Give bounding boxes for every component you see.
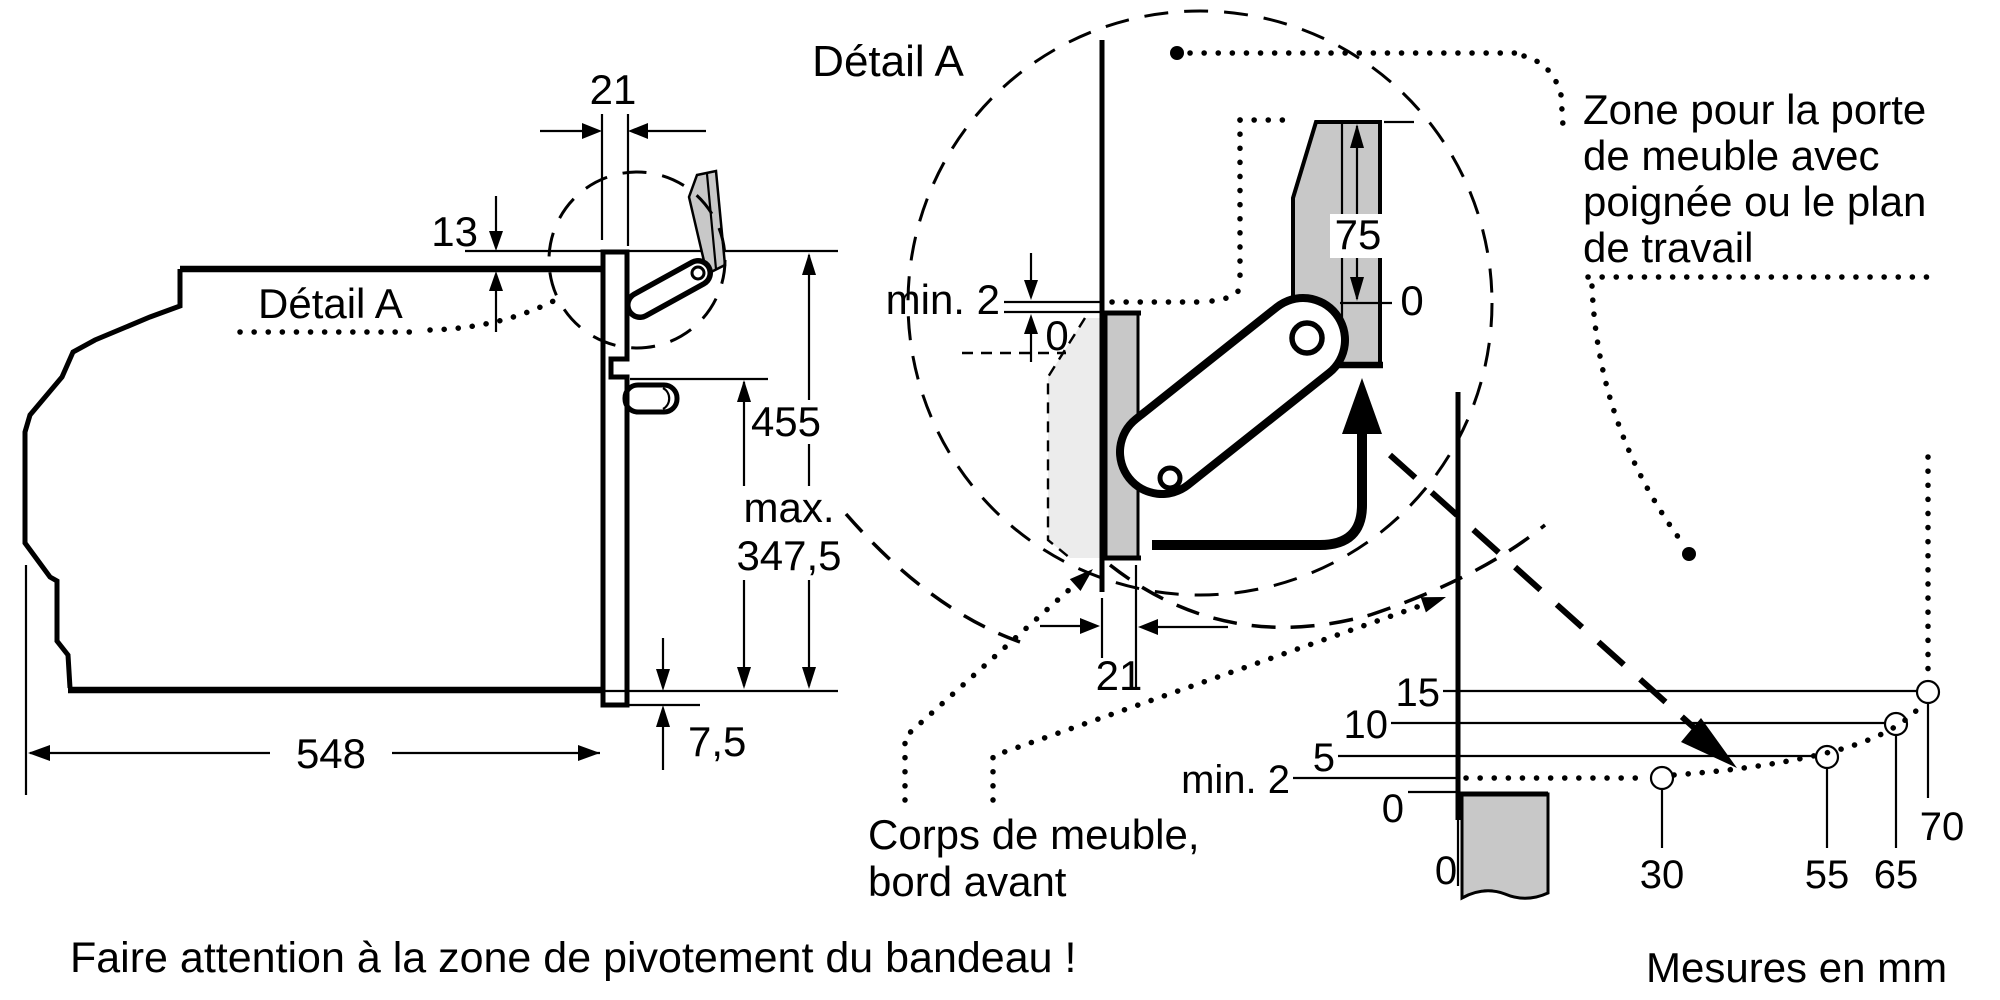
swing-line-to-chart	[1387, 452, 1703, 736]
dim-label: 0	[1045, 312, 1068, 359]
leader-dot-icon	[1682, 547, 1696, 561]
dim-548: 548	[24, 565, 600, 795]
data-point-70	[1915, 679, 1941, 705]
swing-arc-left	[844, 512, 1021, 644]
clearance-curve	[1671, 699, 1927, 778]
swing-arc-bottom	[1108, 523, 1547, 630]
zone-note: Zone pour la porte de meuble avec poigné…	[1583, 86, 1933, 561]
y-tick-label: 15	[1396, 671, 1441, 715]
detail-a-big-circle	[906, 9, 1494, 597]
corps-note-line: bord avant	[868, 858, 1067, 905]
detail-hinge-arm	[1116, 294, 1349, 498]
dim-label: 21	[1096, 652, 1143, 699]
detail-a-title: Détail A	[812, 37, 964, 86]
x-tick-label: 70	[1920, 805, 1965, 849]
dim-min2: min. 2 0	[886, 253, 1102, 362]
pivot-up-arrow-icon	[1152, 378, 1382, 550]
detail-a-reference: Détail A	[237, 280, 566, 335]
corpus-front-edge	[1048, 318, 1102, 558]
dim-label: 548	[296, 730, 366, 777]
leader-dot-icon	[1170, 46, 1184, 60]
oven-outline	[22, 269, 183, 689]
clearance-chart: 15 10 5 min. 2 0 0 30 55 65 70	[1181, 392, 1965, 901]
y-tick-label: min. 2	[1181, 758, 1290, 802]
zone-note-line: Zone pour la porte	[1583, 86, 1926, 133]
zone-note-line: poignée ou le plan	[1583, 178, 1926, 225]
data-point-55	[1814, 744, 1840, 770]
dim-label: max.	[743, 484, 834, 531]
dim-7-5: 7,5	[656, 638, 746, 770]
dim-label: 347,5	[736, 532, 841, 579]
dim-label: 7,5	[688, 718, 746, 765]
corps-note-line: Corps de meuble,	[868, 811, 1200, 858]
x-tick-label: 55	[1805, 853, 1850, 897]
zone-note-line: de travail	[1583, 224, 1753, 271]
door-zone-outline	[1109, 46, 1566, 305]
x-tick-label: 0	[1435, 849, 1457, 893]
dim-max-347: max. 347,5	[712, 380, 867, 689]
x-tick-label: 30	[1640, 853, 1685, 897]
y-tick-label: 10	[1344, 703, 1389, 747]
hinge-and-bandeau	[625, 169, 727, 320]
data-point-30	[1649, 765, 1675, 791]
dim-label: 75	[1335, 211, 1382, 258]
x-tick-label: 65	[1874, 853, 1919, 897]
corps-note: Corps de meuble, bord avant	[868, 811, 1200, 905]
detail-a-view: Détail A min. 2 0	[812, 9, 1703, 736]
dim-21-detail: 21	[1040, 565, 1228, 699]
corpus-section	[1460, 792, 1550, 901]
dim-label: 21	[590, 66, 637, 113]
dim-21-left: 21	[540, 66, 706, 246]
y-tick-label: 5	[1313, 736, 1335, 780]
curve-pointer-arrow-icon	[1681, 718, 1737, 768]
dim-label: 13	[431, 208, 478, 255]
dim-13: 13	[431, 196, 503, 332]
corps-leaders	[902, 569, 1446, 803]
units-note: Mesures en mm	[1646, 944, 1947, 991]
oven-front-frame	[600, 249, 630, 708]
dim-label: 455	[751, 398, 821, 445]
data-point-65	[1883, 711, 1909, 737]
zone-note-line: de meuble avec	[1583, 132, 1880, 179]
warning-note: Faire attention à la zone de pivotement …	[70, 934, 1076, 982]
y-tick-label: 0	[1382, 787, 1404, 831]
hinge-pivot-icon	[1289, 320, 1325, 356]
detail-ref-label: Détail A	[258, 280, 403, 327]
dim-75: 75 0	[1330, 120, 1424, 324]
dim-label: 0	[1400, 277, 1423, 324]
dim-455: 455	[733, 253, 839, 689]
oven-side-view: 21 13 Détail A 455	[22, 66, 867, 795]
detail-a-circle	[547, 170, 727, 350]
hinge-pivot-icon	[690, 265, 706, 281]
door-handle	[622, 382, 680, 415]
dim-label: min. 2	[886, 276, 1000, 323]
